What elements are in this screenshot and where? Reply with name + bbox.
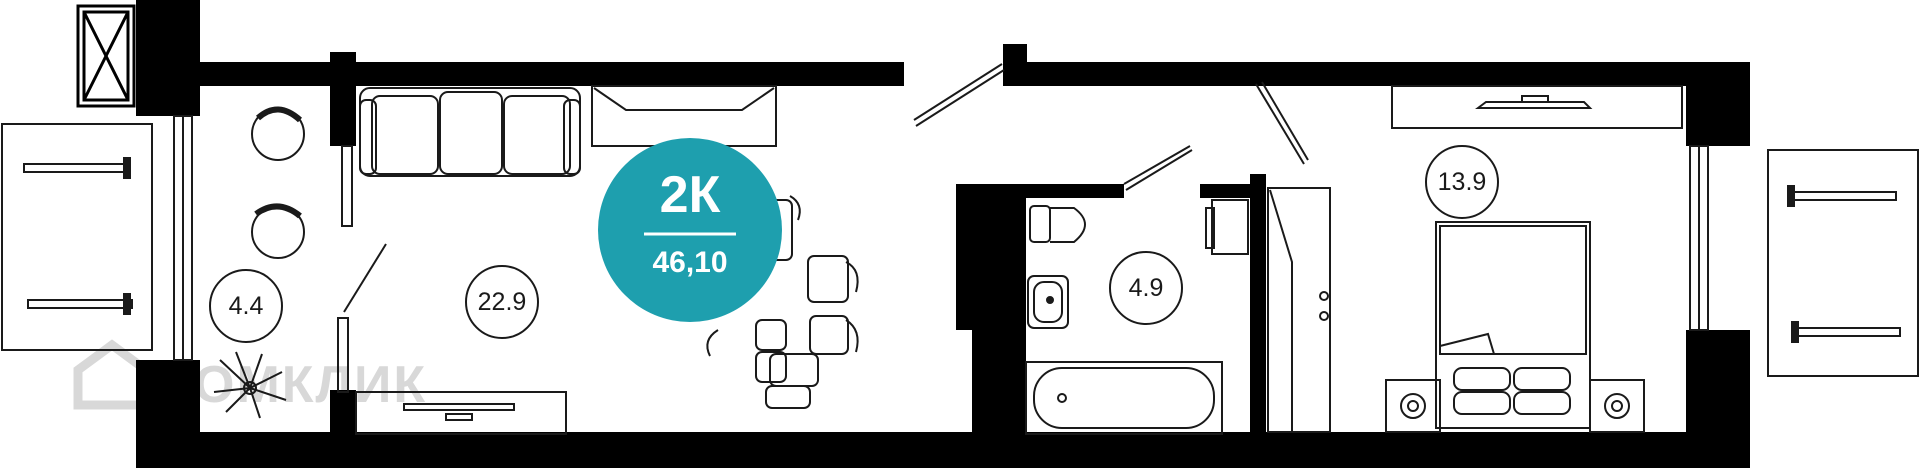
room-label-living: 22.9	[465, 265, 539, 339]
balcony-chairs	[251, 106, 305, 259]
room-label-balcony: 4.4	[209, 269, 283, 343]
apartment-area: 46,10	[652, 246, 727, 279]
svg-text:4.4: 4.4	[229, 292, 264, 320]
sofa	[359, 87, 581, 177]
svg-text:22.9: 22.9	[478, 288, 527, 316]
doors	[343, 63, 1309, 313]
door-bathroom	[1125, 149, 1193, 191]
watermark: ДОМКЛИК	[73, 339, 427, 414]
walls	[136, 0, 1750, 468]
bed-icon	[1435, 221, 1591, 429]
nightstands	[1385, 379, 1645, 433]
door-entrance	[915, 69, 1005, 127]
sink-icon	[1027, 275, 1069, 329]
balcony-left	[1, 123, 153, 351]
apartment-badge: 2К 46,10	[598, 138, 782, 322]
wardrobe	[1267, 187, 1331, 433]
bathtub-icon	[1025, 361, 1223, 435]
plant-icon	[213, 351, 287, 419]
balcony-right	[1767, 149, 1919, 377]
dresser	[355, 391, 567, 435]
room-label-bedroom: 13.9	[1425, 145, 1499, 219]
windows	[173, 115, 1709, 393]
door-balcony	[343, 243, 387, 313]
ventilation-duct	[76, 4, 136, 108]
badge-circle	[598, 138, 782, 322]
tv-stand	[591, 85, 777, 147]
washing-machine-icon	[1205, 199, 1249, 255]
toilet-icon	[1029, 205, 1086, 243]
room-label-bathroom: 4.9	[1109, 251, 1183, 325]
watermark-text: ДОМКЛИК	[155, 356, 427, 414]
svg-text:13.9: 13.9	[1438, 168, 1487, 196]
door-bedroom	[1255, 83, 1305, 165]
house-icon	[73, 339, 151, 410]
apartment-type: 2К	[660, 166, 721, 224]
svg-text:4.9: 4.9	[1129, 274, 1164, 302]
desk-shelf	[1391, 85, 1683, 129]
